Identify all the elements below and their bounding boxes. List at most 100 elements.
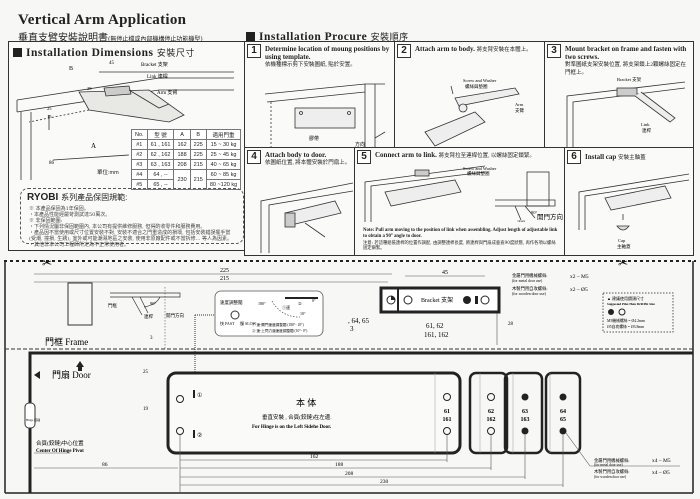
step-text: Attach arm to body. xyxy=(415,45,475,53)
angle-180: 180° xyxy=(258,301,266,306)
hinge-icon xyxy=(24,402,36,429)
step-text-zh: 對準圖紙支架安裝位置, 將支架鎖上2顆螺絲固定在門框上。 xyxy=(565,62,687,76)
step-4-panel: 4 Attach body to door.依圖紙位置, 將本體安裝於門扇上。 xyxy=(244,147,356,256)
procedure-heading-en: Installation Procure xyxy=(259,31,368,43)
page-title: Vertical Arm Application xyxy=(18,12,187,28)
dimensions-heading: Installation Dimensions 安裝尺寸 xyxy=(13,46,195,59)
body-orientation-zh: 垂直安裝 , 合頁(鉸鏈)在左邊. xyxy=(262,413,332,421)
direction-label: 方向 xyxy=(355,141,365,148)
warranty-title-text: 系列產品保固規範: xyxy=(61,193,128,202)
warranty-line: ※ 本產品保固為1年保固。 xyxy=(29,206,89,212)
bracket-models-64-65: , 64, 65 xyxy=(348,317,370,325)
table-header-row: No. 型 號 A B 適用門重 xyxy=(131,129,242,140)
dimensions-heading-en: Installation Dimensions xyxy=(26,47,154,59)
tape-label: 膠帶 xyxy=(309,135,319,142)
frame-label: 門框 Frame xyxy=(45,336,88,347)
model-163: 163 xyxy=(521,417,530,423)
cap-label: Cap xyxy=(618,238,626,243)
hole-mark-1: ① xyxy=(197,392,202,399)
step-2-panel: 2 Attach arm to body. 將支臂安裝在本體上。 Screw a… xyxy=(394,41,546,149)
subtitle-note: (無停止檔或內部機構停止功能機型) xyxy=(108,36,203,43)
attach-body-illustration xyxy=(260,182,354,253)
model-162: 162 xyxy=(487,417,496,423)
model-62: 62 xyxy=(488,409,494,415)
step-text: Install cap xyxy=(585,153,617,161)
slow-label: 慢 SLOW xyxy=(240,320,257,326)
table-cell: 62 , 162 xyxy=(146,149,175,160)
metal-screw-note: (for metal door use) xyxy=(594,463,623,467)
warranty-line: (受潮, 撞損, 生銹), 室外或可能潮濕地區之安裝, 使用非原廠配件或不當拆修… xyxy=(29,236,232,242)
page-subtitle: 垂直支臂安裝說明書(無停止檔或內部機構停止功能機型) xyxy=(18,29,203,44)
body-orientation-en: For Hinge is on the Left Sidehe Door. xyxy=(252,425,332,430)
model-65: 65 xyxy=(560,417,566,423)
angle-0: 0° xyxy=(312,298,316,303)
door-label: 門扇 Door xyxy=(52,369,91,380)
dimensions-panel: Installation Dimensions 安裝尺寸 B 45 Bracke… xyxy=(8,41,246,251)
speed-adjust-box xyxy=(214,290,324,337)
wood-screw-label: 木製門用自攻螺絲: xyxy=(512,285,548,292)
table-header: 適用門重 xyxy=(205,129,242,140)
brand-name: RYOBI xyxy=(27,192,59,203)
hinge-tag: Hinge 鉸鏈 xyxy=(26,417,40,422)
dim-28-label: 28 xyxy=(87,86,92,91)
table-cell: #3 xyxy=(131,159,148,170)
model-161: 161 xyxy=(443,417,452,423)
warranty-box: RYOBI 系列產品保固規範: ※ 本產品保固為1年保固。 ・本產品性能經嚴苛測… xyxy=(20,188,244,248)
square-bullet-icon xyxy=(246,32,255,41)
angle-label: 90° xyxy=(531,210,538,215)
closer-dimension-illustration: B 45 Bracket 支架 Link 連桿 Arm 支臂 28 25 15 … xyxy=(16,61,234,180)
step-6-panel: 6 Install cap 安裝主軸蓋 Cap 主軸蓋 xyxy=(564,147,694,256)
scissors-icon: ✂ xyxy=(42,256,52,270)
hinge-center-zh: 合頁(鉸鏈)中心位置 xyxy=(36,439,84,447)
mini-angle-label: 90° xyxy=(150,301,157,306)
model-61: 61 xyxy=(444,409,450,415)
dim-230: 230 xyxy=(380,479,389,485)
step-text: Connect arm to link. xyxy=(375,151,437,159)
wood-screw-label: 木製門用自攻螺絲: xyxy=(594,468,630,475)
dim-15-label: 15 xyxy=(47,114,52,119)
step-number: 3 xyxy=(547,44,561,58)
link-label: Link 連桿 xyxy=(147,73,168,80)
table-cell: 188 xyxy=(173,149,191,160)
table-cell: 63 , 163 xyxy=(146,159,175,170)
dim-86-label: 86 xyxy=(49,161,55,166)
dim-a-label: A xyxy=(91,142,96,150)
warranty-line: ※ 非保固範圍: xyxy=(29,218,63,224)
pilot-m5: M5機械螺絲 = Ø4.2mm xyxy=(607,318,645,323)
bracket-models-61-62: 61, 62 xyxy=(426,322,444,330)
dim-19: 19 xyxy=(143,407,149,412)
warranty-line: ・其他非本公司工程師所定為不正常使用者。 xyxy=(29,242,130,248)
body-outline xyxy=(166,371,462,455)
install-cap-illustration: Cap 主軸蓋 xyxy=(578,173,690,250)
arrow-left-icon xyxy=(34,371,40,379)
dim-28: 28 xyxy=(508,322,514,327)
table-cell: #2 xyxy=(131,149,148,160)
procedure-heading: Installation Procure 安裝順序 xyxy=(246,30,409,43)
step-number: 2 xyxy=(397,44,411,58)
pilot-d5: Ø5自攻螺絲 = Ø3.8mm xyxy=(607,324,644,329)
bracket-label: Bracket 支架 xyxy=(421,296,453,304)
dim-188: 188 xyxy=(335,462,344,468)
table-cell: 64 , -- xyxy=(146,169,175,180)
step-text-zh: 安裝主軸蓋 xyxy=(618,155,646,161)
door-icon xyxy=(67,282,93,326)
step-text: Determine location of moung positions by… xyxy=(265,45,390,61)
arm-label-zh: 支臂 xyxy=(515,107,524,114)
table-cell: 25 ~ 45 kg xyxy=(205,149,242,160)
table-cell: 225 xyxy=(189,149,207,160)
bracket-outline xyxy=(379,286,501,314)
speed-legend-2: ② 速-上閂力道速度調整閥 (10°- 0°) xyxy=(252,328,308,333)
table-cell: 215 xyxy=(189,159,207,170)
table-cell: 15 ~ 30 kg xyxy=(205,139,242,150)
mini-link-label: 連桿 xyxy=(144,313,153,320)
zone-2: ② xyxy=(298,301,302,306)
dim-25: 25 xyxy=(143,370,149,375)
metal-screw-qty: x4 – M5 xyxy=(652,458,671,464)
step-text-zh: 依機種標示剪下安裝圖紙, 貼於安置。 xyxy=(265,62,356,68)
step-3-panel: 3 Mount bracket on frame and fasten with… xyxy=(544,41,694,149)
dim-215: 215 xyxy=(220,276,229,282)
